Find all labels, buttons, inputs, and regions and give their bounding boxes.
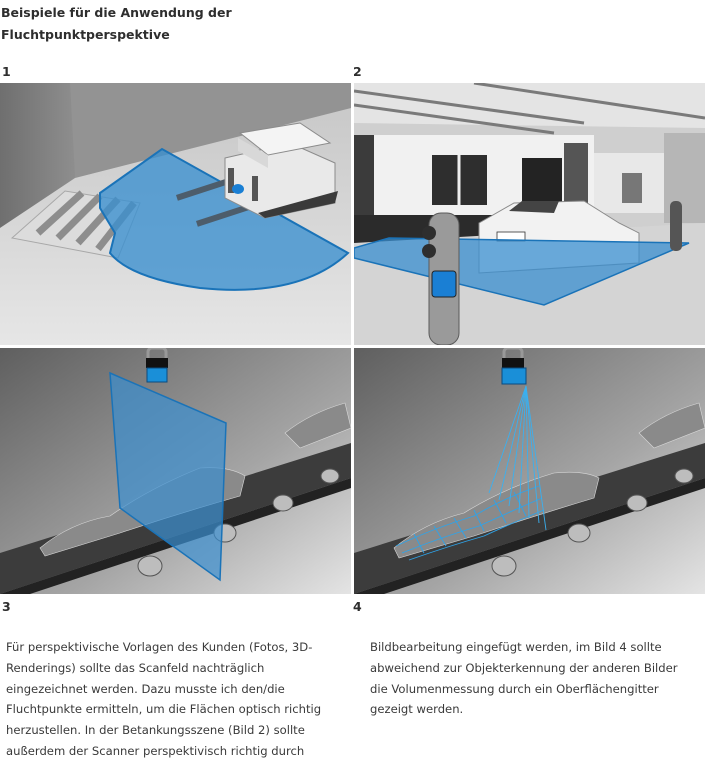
conveyor-volume-mesh-illustration — [354, 348, 705, 594]
body-line: Für perspektivische Vorlagen des Kunden … — [6, 640, 313, 654]
figure-number-1: 1 — [2, 64, 11, 79]
body-line: eingezeichnet werden. Dazu musste ich de… — [6, 681, 285, 696]
fueling-station-illustration — [354, 83, 705, 345]
conveyor-scan-plane-illustration — [0, 348, 351, 594]
figure-2-image — [354, 83, 705, 345]
heading-line-1: Beispiele für die Anwendung der — [1, 5, 232, 20]
figure-number-3: 3 — [2, 599, 11, 614]
figure-4-image — [354, 348, 705, 594]
scanner-icon — [232, 184, 244, 194]
scanner-icon — [501, 367, 527, 385]
heading-line-2: Fluchtpunktperspektive — [1, 27, 170, 42]
body-line: abweichend zur Objekterkennung der ander… — [370, 660, 678, 675]
body-line: gezeigt werden. — [370, 702, 464, 717]
body-line: außerdem der Scanner perspektivisch rich… — [6, 743, 305, 758]
body-line: herzustellen. In der Betankungsszene (Bi… — [6, 723, 305, 738]
body-line: Bildbearbeitung eingefügt werden, im Bil… — [370, 640, 662, 654]
body-line: Renderings) sollte das Scanfeld nachträg… — [6, 660, 265, 675]
body-text-left: Für perspektivische Vorlagen des Kunden … — [6, 637, 351, 762]
body-line: die Volumenmessung durch ein Oberflächen… — [370, 681, 659, 696]
figure-3-image — [0, 348, 351, 594]
body-text-right: Bildbearbeitung eingefügt werden, im Bil… — [370, 637, 705, 720]
figure-number-4: 4 — [353, 599, 362, 614]
figure-number-2: 2 — [353, 64, 362, 79]
scanner-icon — [431, 270, 457, 298]
page-heading: Beispiele für die Anwendung der Fluchtpu… — [1, 2, 401, 46]
figure-1-image — [0, 83, 351, 345]
agv-scan-field-illustration — [0, 83, 351, 345]
scanner-icon — [146, 367, 168, 383]
body-line: Fluchtpunkte ermitteln, um die Flächen o… — [6, 702, 322, 717]
